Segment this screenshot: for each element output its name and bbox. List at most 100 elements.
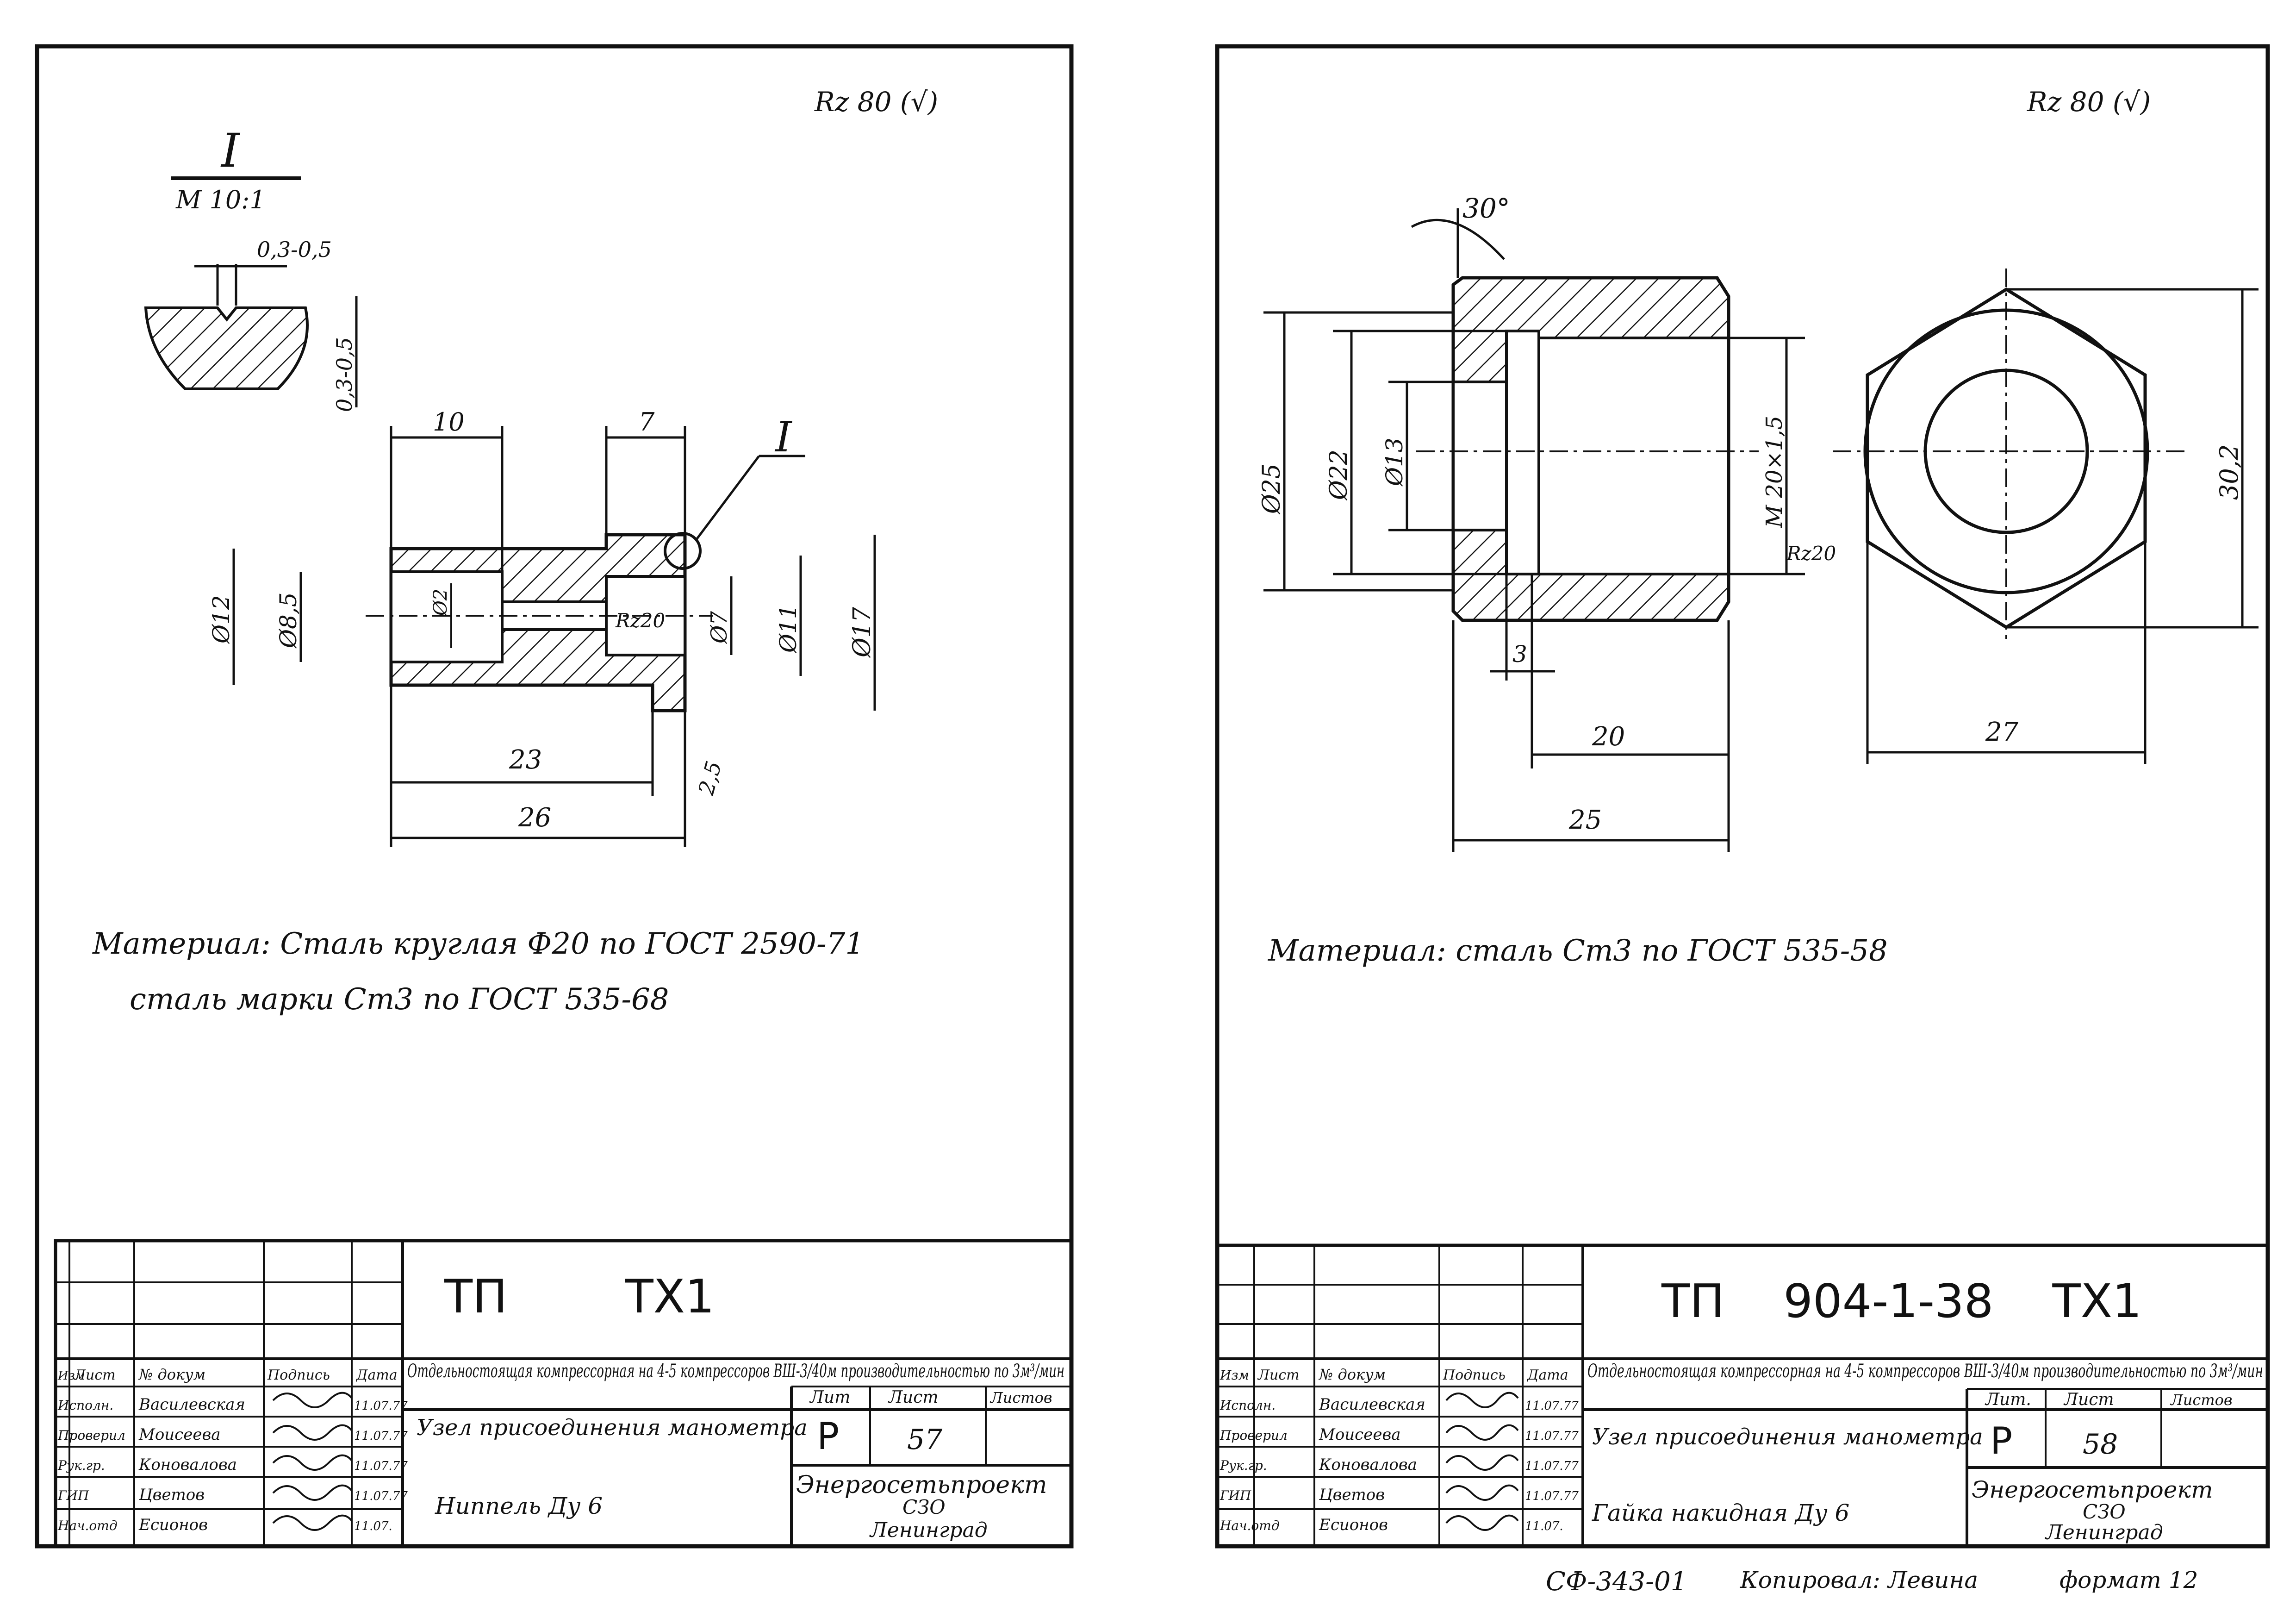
right-role-0: Исполн. <box>1220 1398 1276 1413</box>
dim-26: 26 <box>518 803 551 833</box>
nut-groove <box>1505 330 1540 575</box>
right-part: Гайка накидная Ду 6 <box>1592 1499 1849 1526</box>
dim-angle: 30° <box>1462 193 1510 224</box>
dim-d13: Ø13 <box>1381 437 1408 487</box>
left-col-izm: Изм <box>57 1369 85 1383</box>
left-org-3: Ленинград <box>869 1518 988 1542</box>
dim-27: 27 <box>1985 717 2019 747</box>
right-roughness: Rz 80 (√) <box>2027 86 2151 118</box>
callout-label: I <box>774 413 792 462</box>
detail-scale: M 10:1 <box>175 185 266 214</box>
dim-d17: Ø17 <box>848 606 876 658</box>
right-date-2: 11.07.77 <box>1525 1459 1579 1473</box>
left-sheet: Rz 80 (√) I M 10:1 0,3-0,5 0,3-0,5 I <box>35 44 1074 1549</box>
right-date-3: 11.07.77 <box>1525 1489 1579 1503</box>
nipple-section-view: I 10 7 Ø12 Ø8,5 Ø2 Rz20 Ø7 Ø11 Ø17 <box>208 407 876 847</box>
right-name-2: Коновалова <box>1319 1455 1417 1474</box>
right-name-4: Есионов <box>1319 1516 1388 1534</box>
left-name-0: Василевская <box>138 1395 245 1414</box>
right-role-4: Нач.отд <box>1220 1518 1280 1533</box>
left-org-2: СЗО <box>902 1496 946 1518</box>
right-role-3: ГИП <box>1220 1488 1251 1503</box>
dim-d2: Ø2 <box>430 589 451 616</box>
left-org-1: Энергосетьпроект <box>796 1471 1047 1499</box>
dim-23: 23 <box>509 745 542 775</box>
dim-25: 25 <box>1568 805 1602 835</box>
left-material-line1: Материал: Сталь круглая Ф20 по ГОСТ 2590… <box>92 927 864 961</box>
footer-code: СФ-343-01 <box>1546 1567 1687 1597</box>
left-role-3: ГИП <box>57 1488 89 1503</box>
right-assembly: Узел присоединения манометра <box>1592 1424 1983 1450</box>
right-date-0: 11.07.77 <box>1525 1399 1579 1413</box>
right-name-3: Цветов <box>1319 1486 1385 1504</box>
right-col-doc: № докум <box>1318 1366 1386 1383</box>
dim-d7: Ø7 <box>706 611 732 644</box>
left-col-doc: № докум <box>138 1366 205 1383</box>
dim-rz20-left: Rz20 <box>615 609 665 632</box>
left-col-sign: Подпись <box>267 1367 330 1383</box>
left-title-block: ТП ТХ1 Отдельностоящая компрессорная на … <box>54 1239 1073 1548</box>
right-sheet-label: Лист <box>2063 1390 2114 1409</box>
detail-callout-circle <box>664 532 702 570</box>
dim-d22: Ø22 <box>1325 450 1353 501</box>
right-col-list: Лист <box>1257 1367 1300 1383</box>
right-role-1: Проверил <box>1220 1428 1288 1443</box>
left-date-4: 11.07. <box>354 1519 392 1533</box>
left-col-date: Дата <box>355 1367 398 1383</box>
left-date-2: 11.07.77 <box>354 1459 408 1473</box>
nut-thread-bore <box>1531 337 1730 575</box>
right-name-0: Василевская <box>1319 1395 1425 1414</box>
left-date-3: 11.07.77 <box>354 1489 408 1503</box>
left-role-4: Нач.отд <box>57 1518 118 1533</box>
left-assembly: Узел присоединения манометра <box>417 1415 808 1441</box>
footer: СФ-343-01 Копировал: Левина формат 12 <box>1546 1567 2198 1597</box>
left-sheet-value: 57 <box>907 1424 943 1456</box>
detail-dim-width: 0,3-0,5 <box>257 237 332 262</box>
dim-thread: M 20×1,5 <box>1761 416 1787 528</box>
right-sheet-value: 58 <box>2083 1428 2118 1461</box>
left-part: Ниппель Ду 6 <box>435 1493 603 1519</box>
right-sheets-label: Листов <box>2170 1391 2232 1409</box>
dim-c25: 2,5 <box>693 758 726 798</box>
right-date-1: 11.07.77 <box>1525 1429 1579 1443</box>
right-code: ТП 904-1-38 ТХ1 <box>1661 1274 2142 1328</box>
right-col-izm: Изм <box>1220 1368 1249 1383</box>
nipple-bore-large <box>390 570 504 663</box>
right-material: Материал: сталь Ст3 по ГОСТ 535-58 <box>1268 934 1888 968</box>
left-col-list: Лист <box>73 1367 116 1383</box>
right-org-2: СЗО <box>2083 1500 2126 1523</box>
left-name-4: Есионов <box>138 1516 208 1534</box>
dim-302: 30,2 <box>2215 444 2244 500</box>
left-role-2: Рук.гр. <box>57 1458 105 1473</box>
right-org-1: Энергосетьпроект <box>1972 1476 2213 1503</box>
detail-groove-section <box>144 306 309 390</box>
right-lit-label: Лит. <box>1985 1390 2031 1409</box>
left-code: ТП ТХ1 <box>444 1269 715 1324</box>
left-date-1: 11.07.77 <box>354 1429 408 1443</box>
dim-d85: Ø8,5 <box>275 592 302 649</box>
right-project: Отдельностоящая компрессорная на 4-5 ком… <box>1587 1361 2263 1382</box>
right-date-4: 11.07. <box>1525 1519 1563 1533</box>
right-lit-value: Р <box>1990 1419 2012 1462</box>
right-title-block: ТП 904-1-38 ТХ1 Отдельностоящая компресс… <box>1215 1243 2270 1548</box>
left-role-1: Проверил <box>57 1428 125 1443</box>
right-name-1: Моисеева <box>1319 1425 1401 1444</box>
dim-d12: Ø12 <box>208 595 235 644</box>
left-date-0: 11.07.77 <box>354 1399 408 1413</box>
footer-format: формат 12 <box>2060 1567 2198 1593</box>
left-project: Отдельностоящая компрессорная на 4-5 ком… <box>407 1361 1064 1382</box>
footer-copied: Копировал: Левина <box>1740 1567 1978 1593</box>
left-lit-value: Р <box>817 1415 839 1458</box>
left-material-line2: сталь марки Ст3 по ГОСТ 535-68 <box>130 982 669 1017</box>
right-col-date: Дата <box>1526 1367 1568 1383</box>
left-name-2: Коновалова <box>138 1455 237 1474</box>
left-lit-label: Лит <box>809 1388 850 1407</box>
dim-7: 7 <box>639 407 655 437</box>
nut-section-view: 30° Ø25 Ø22 Ø13 M 20×1,5 Rz20 3 <box>1258 193 1836 852</box>
left-role-0: Исполн. <box>57 1398 113 1413</box>
dim-d11: Ø11 <box>775 604 802 654</box>
right-sheet: Rz 80 (√) 30° Ø25 Ø22 Ø13 <box>1215 44 2270 1549</box>
right-col-sign: Подпись <box>1443 1367 1506 1383</box>
right-org-3: Ленинград <box>2045 1521 2163 1544</box>
detail-marker: I <box>220 124 241 178</box>
